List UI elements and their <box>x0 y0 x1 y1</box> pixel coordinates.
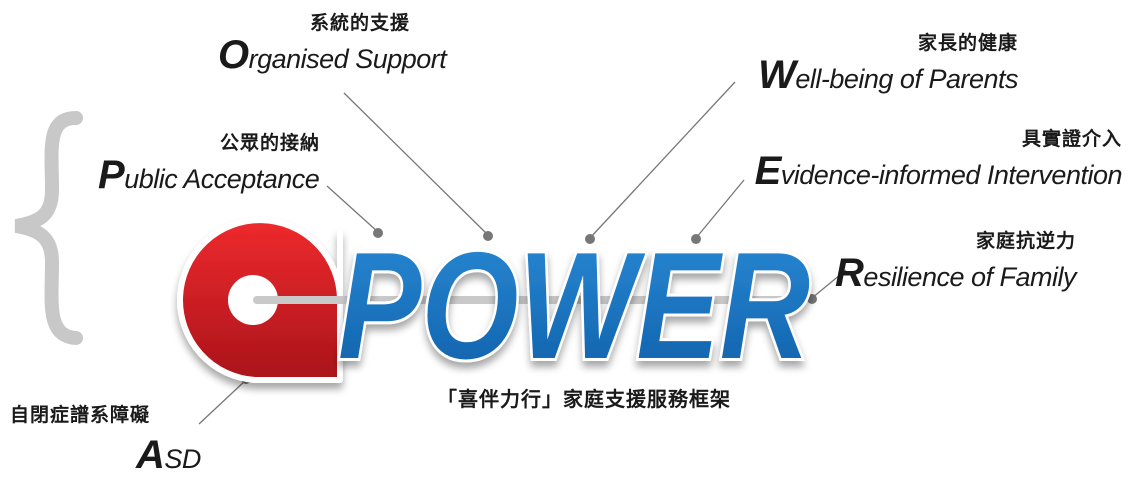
framework-caption: 「喜伴力行」家庭支援服務框架 <box>437 387 731 411</box>
power-word: POWER <box>338 221 810 391</box>
asd-chinese: 自閉症譜系障礙 <box>10 404 151 426</box>
label-asd: 自閉症譜系障礙 ASD <box>10 400 201 475</box>
connector-organised <box>343 92 489 236</box>
connector-evidence <box>695 179 745 239</box>
organised-chinese: 系統的支援 <box>310 12 411 34</box>
resilience-english: Resilience of Family <box>835 251 1076 295</box>
label-resilience: 家庭抗逆力 Resilience of Family <box>835 226 1076 293</box>
connector-resilience <box>811 269 847 299</box>
organised-english: Organised Support <box>218 33 447 77</box>
label-evidence: 具實證介入 Evidence-informed Intervention <box>754 124 1123 193</box>
label-public: 公眾的接納 Public Acceptance <box>98 128 320 195</box>
public-chinese: 公眾的接納 <box>219 132 320 154</box>
connector-public <box>326 185 379 233</box>
connector-asd <box>198 379 247 425</box>
brace-icon <box>14 111 83 345</box>
public-english: Public Acceptance <box>98 153 320 197</box>
power-wordmark: POWER <box>335 218 813 394</box>
wellbeing-english: Well-being of Parents <box>758 53 1018 97</box>
label-wellbeing: 家長的健康 Well-being of Parents <box>758 28 1018 95</box>
evidence-chinese: 具實證介入 <box>1021 128 1122 150</box>
resilience-chinese: 家庭抗逆力 <box>975 230 1076 252</box>
logo-bar <box>253 296 803 304</box>
label-organised: 系統的支援 Organised Support <box>218 8 447 77</box>
connector-wellbeing <box>589 81 736 239</box>
asd-english: ASD <box>136 433 201 477</box>
connector-lines <box>198 81 847 425</box>
wellbeing-chinese: 家長的健康 <box>917 32 1018 54</box>
evidence-english: Evidence-informed Intervention <box>754 149 1123 193</box>
